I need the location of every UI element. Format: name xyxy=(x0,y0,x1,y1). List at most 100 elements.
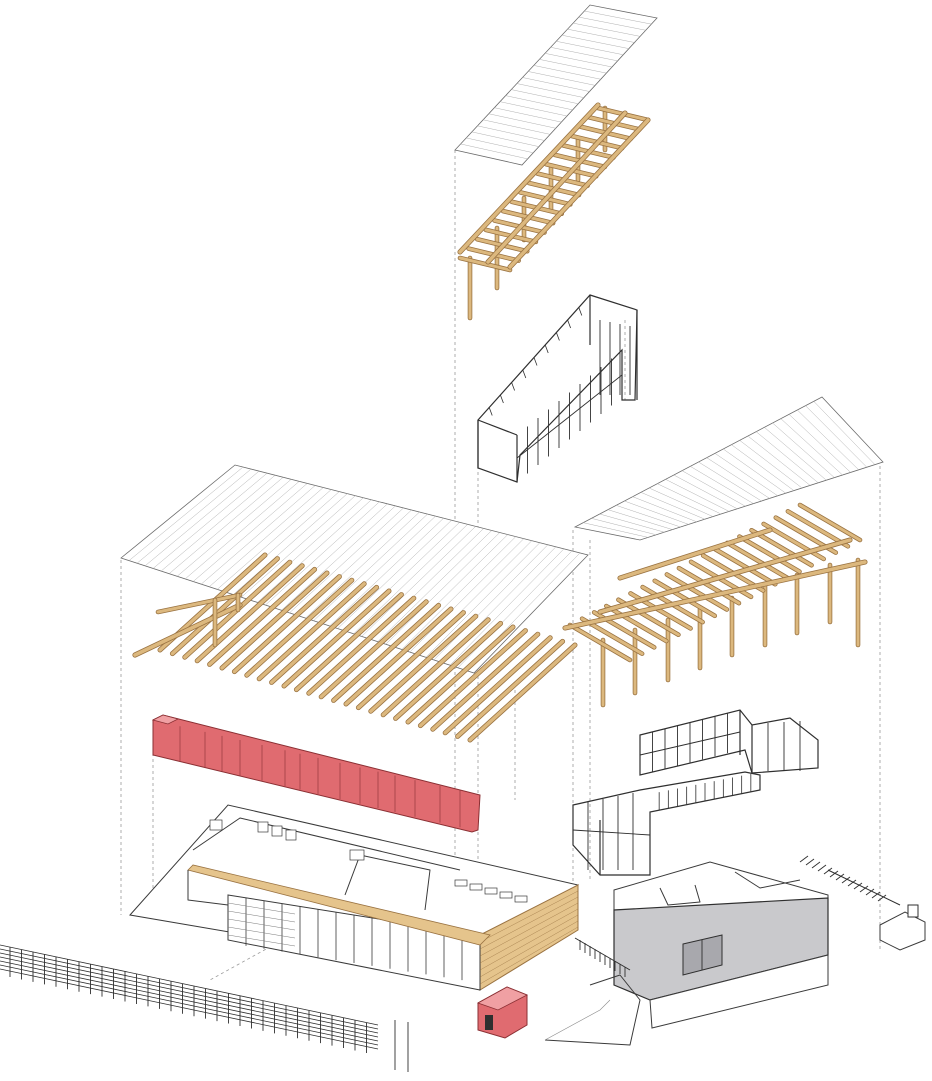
roof-seam-line xyxy=(160,475,276,572)
wood-cladding-line xyxy=(479,902,579,957)
timber-beam xyxy=(677,566,741,605)
roof-seam-line xyxy=(550,47,618,62)
roof-seam-line xyxy=(152,472,268,569)
desk xyxy=(469,883,483,891)
roof-seam-line xyxy=(723,448,786,494)
roof-seam-line xyxy=(337,520,452,629)
wall-cladding-line xyxy=(227,910,296,923)
roof-seam-line xyxy=(780,418,843,476)
roof-seam-line xyxy=(539,59,607,74)
timber-beam xyxy=(156,593,242,614)
roof-seam-line xyxy=(471,131,539,147)
roof-seam-line xyxy=(185,481,300,580)
roof-seam-line xyxy=(755,431,819,483)
wall-cladding-line xyxy=(227,934,296,947)
east-glazing-frame xyxy=(477,294,638,483)
roof-seam-line xyxy=(136,468,252,564)
timber-beam xyxy=(133,603,242,657)
timber-beam xyxy=(762,522,826,561)
roof-seam-line xyxy=(460,143,528,160)
roof-seam-line xyxy=(409,538,524,653)
roof-seam-line xyxy=(681,470,746,507)
desk xyxy=(454,879,468,887)
roof-seam-line xyxy=(813,401,876,465)
roof-seam-line xyxy=(731,444,795,491)
timber-beam xyxy=(406,625,515,724)
east-timber-pergola xyxy=(457,102,651,321)
stair-tread xyxy=(865,888,875,896)
timber-beam xyxy=(393,621,503,721)
roof-seam-line xyxy=(599,513,665,533)
roof-seam-line xyxy=(281,505,396,611)
glazing-mullion xyxy=(488,407,493,416)
roof-seam-line xyxy=(616,505,681,528)
timber-beam xyxy=(508,118,650,269)
cabinet xyxy=(271,825,283,837)
timber-beam xyxy=(245,578,354,677)
glazing-transom xyxy=(639,731,741,756)
roof-seam-line xyxy=(257,499,372,603)
timber-beam xyxy=(294,592,404,692)
roof-seam-line xyxy=(505,95,573,111)
red-service-volume xyxy=(151,714,481,833)
roof-seam-line xyxy=(329,518,444,627)
timber-beam xyxy=(170,556,280,656)
stair-tread xyxy=(853,882,863,890)
roof-seam-line xyxy=(573,22,641,37)
roof-seam-line xyxy=(425,542,541,658)
roof-seam-line xyxy=(648,487,714,517)
fence-rail xyxy=(0,948,379,1030)
fence-rail xyxy=(0,952,379,1034)
roof-seam-line xyxy=(488,113,556,129)
timber-beam xyxy=(369,614,478,713)
timber-beam xyxy=(269,585,379,685)
stair-tread xyxy=(799,855,809,863)
timber-beam xyxy=(598,538,852,614)
timber-beam xyxy=(737,535,801,574)
wood-cladding-line xyxy=(479,908,579,964)
fence-rail xyxy=(0,960,379,1042)
roof-seam-line xyxy=(657,483,722,515)
timber-beam xyxy=(356,610,466,710)
roof-seam-line xyxy=(483,119,551,135)
timber-beam xyxy=(381,618,490,717)
roof-seam-line xyxy=(128,466,244,561)
wood-cladding-line xyxy=(479,926,579,985)
timber-beam xyxy=(468,643,577,742)
timber-beam xyxy=(232,574,342,674)
roof-seam-line xyxy=(433,544,549,661)
roof-seam-line xyxy=(193,483,308,582)
roof-seam-line xyxy=(305,511,420,619)
roof-seam-line xyxy=(241,495,356,598)
stair-tread xyxy=(817,864,827,872)
stair-tread xyxy=(847,879,857,887)
timber-beam xyxy=(653,579,717,618)
roof-seam-line xyxy=(805,405,867,468)
timber-beam xyxy=(257,582,366,681)
timber-beam xyxy=(331,603,441,703)
timber-beam xyxy=(344,607,453,706)
roof-seam-line xyxy=(690,466,754,504)
cabinet xyxy=(257,821,269,833)
desk xyxy=(484,887,498,895)
cabinet xyxy=(285,829,297,841)
timber-beam xyxy=(665,572,729,611)
wood-cladding-line xyxy=(479,914,579,971)
wall-cladding-line xyxy=(227,918,296,931)
wood-cladding-line xyxy=(479,896,579,950)
glazing-mullion xyxy=(567,319,571,329)
roof-seam-line xyxy=(516,83,584,98)
main-ground-floor xyxy=(129,804,580,991)
glazing-mullion xyxy=(578,307,583,316)
stair-tread xyxy=(841,876,851,884)
site-fence xyxy=(0,944,409,1072)
roof-seam-line xyxy=(788,414,851,473)
roof-seam-line xyxy=(144,470,260,567)
glazing-mullion xyxy=(522,369,527,379)
timber-beam xyxy=(725,541,789,580)
roof-seam-line xyxy=(353,524,468,634)
roof-seam-line xyxy=(511,89,579,104)
timber-beam xyxy=(220,571,329,670)
roof-seam-line xyxy=(522,77,590,92)
